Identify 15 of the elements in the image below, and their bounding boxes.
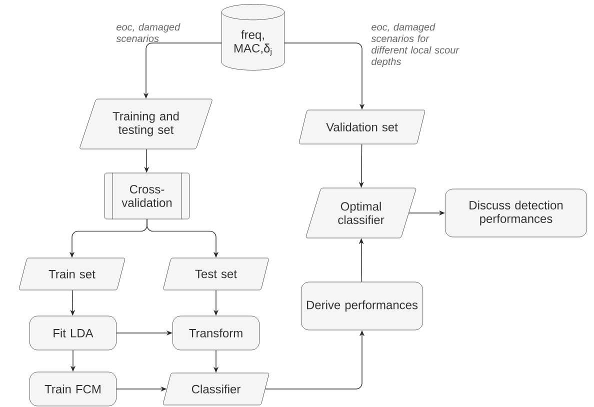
subprocess-box: Cross-validation	[104, 172, 190, 220]
data-parallelogram: Optimal classifier	[306, 188, 416, 238]
process-box: Train FCM	[29, 372, 117, 406]
data-parallelogram: Training and testing set	[80, 98, 212, 150]
process-box: Transform	[172, 316, 260, 350]
data-parallelogram: Classifier	[163, 372, 269, 406]
data-cylinder: freq, MAC,δ$_{j}$	[221, 4, 285, 70]
process-box: Discuss detection performances	[444, 188, 588, 238]
data-parallelogram: Validation set	[299, 110, 426, 144]
data-parallelogram: Test set	[163, 258, 269, 290]
edge-label: eoc, damaged scenarios for different local scour depths	[371, 23, 460, 68]
process-box: Fit LDA	[29, 316, 117, 350]
process-box: Derive performances	[300, 282, 424, 330]
data-parallelogram: Train set	[19, 258, 125, 290]
edge-label: eoc, damaged scenarios	[116, 23, 180, 42]
